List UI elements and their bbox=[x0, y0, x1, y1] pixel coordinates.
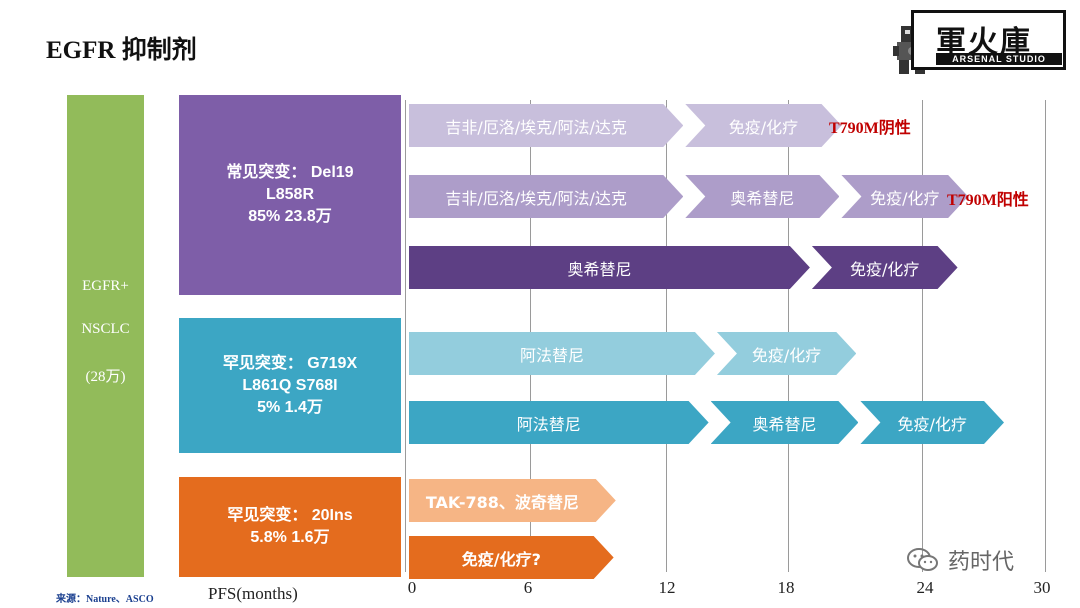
treatment-segment: 奥希替尼 bbox=[409, 246, 810, 289]
axis-tick-label: 0 bbox=[407, 578, 417, 597]
axis-tick-label: 30 bbox=[1033, 578, 1051, 597]
category-rare-mutation: 罕见突变： G719X L861Q S768I 5% 1.4万 bbox=[179, 318, 401, 453]
treatment-segment: 阿法替尼 bbox=[409, 332, 715, 375]
treatment-segment: 奥希替尼 bbox=[711, 401, 859, 444]
category-line: 5% 1.4万 bbox=[257, 398, 323, 416]
axis-label: PFS(months) bbox=[208, 584, 298, 603]
gridline bbox=[1045, 100, 1046, 572]
gridline bbox=[405, 100, 406, 572]
treatment-segment: 阿法替尼 bbox=[409, 401, 709, 444]
egfr-nsclc-bar: EGFR+ NSCLC (28万) bbox=[67, 95, 144, 577]
treatment-segment: 免疫/化疗 bbox=[841, 175, 968, 218]
treatment-segment: 吉非/厄洛/埃克/阿法/达克 bbox=[409, 104, 683, 147]
category-line: 5.8% 1.6万 bbox=[250, 529, 330, 546]
logo-sub-text: ARSENAL STUDIO bbox=[936, 53, 1062, 65]
watermark-text: 药时代 bbox=[948, 550, 1015, 575]
treatment-segment: 免疫/化疗 bbox=[717, 332, 856, 375]
treatment-segment: 免疫/化疗 bbox=[860, 401, 1004, 444]
category-20ins-mutation: 罕见突变： 20Ins 5.8% 1.6万 bbox=[179, 477, 401, 577]
source-note: 来源：Nature、ASCO bbox=[56, 594, 154, 605]
t790m-positive-label: T790M阳性 bbox=[947, 192, 1029, 209]
category-line: 罕见突变： 20Ins bbox=[227, 507, 353, 524]
left-bar-line: NSCLC bbox=[81, 321, 130, 337]
t790m-negative-label: T790M阴性 bbox=[829, 120, 911, 137]
axis-tick-label: 18 bbox=[777, 578, 795, 597]
treatment-segment: TAK-788、波奇替尼 bbox=[409, 479, 616, 522]
page-title: EGFR 抑制剂 bbox=[46, 37, 197, 64]
axis-tick-label: 12 bbox=[658, 578, 676, 597]
treatment-segment: 免疫/化疗? bbox=[409, 536, 614, 579]
axis-tick-label: 24 bbox=[916, 578, 934, 597]
category-line: 85% 23.8万 bbox=[248, 208, 332, 225]
axis-tick-label: 6 bbox=[523, 578, 533, 597]
wechat-icon bbox=[907, 548, 938, 571]
logo-frame: 軍火庫 ARSENAL STUDIO bbox=[911, 10, 1066, 70]
treatment-segment: 奥希替尼 bbox=[685, 175, 839, 218]
arsenal-studio-logo: 軍火庫 ARSENAL STUDIO bbox=[893, 8, 1073, 74]
category-line: 常见突变： Del19 bbox=[226, 164, 354, 181]
gridline bbox=[922, 100, 923, 572]
category-line: L861Q S768I bbox=[242, 376, 338, 394]
left-bar-line: (28万) bbox=[85, 369, 126, 385]
category-line: 罕见突变： G719X bbox=[222, 354, 358, 372]
treatment-segment: 吉非/厄洛/埃克/阿法/达克 bbox=[409, 175, 683, 218]
category-common-mutation: 常见突变： Del19 L858R 85% 23.8万 bbox=[179, 95, 401, 295]
watermark: 药时代 bbox=[906, 542, 1056, 578]
category-line: L858R bbox=[265, 186, 315, 203]
treatment-segment: 免疫/化疗 bbox=[812, 246, 958, 289]
treatment-segment: 免疫/化疗 bbox=[685, 104, 841, 147]
left-bar-line: EGFR+ bbox=[82, 278, 129, 294]
